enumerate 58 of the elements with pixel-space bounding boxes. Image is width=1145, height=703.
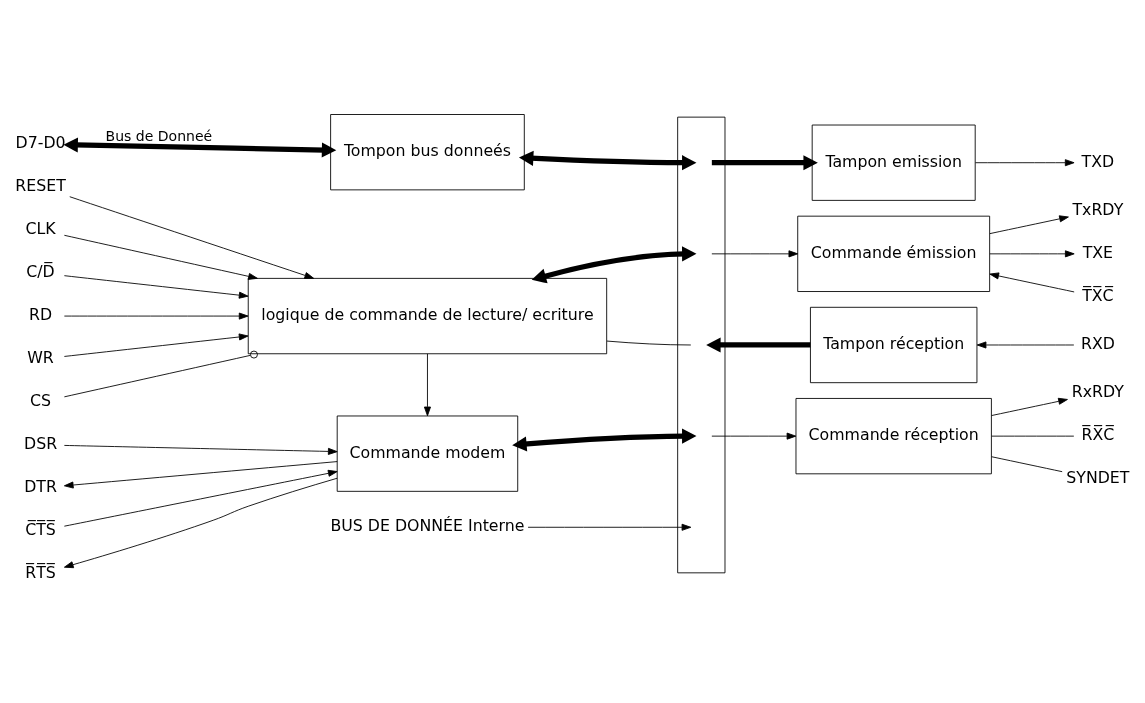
arrow	[989, 214, 1069, 234]
arrow	[63, 460, 338, 488]
node-text: TxRDY	[1072, 199, 1124, 219]
arrow	[63, 274, 249, 299]
node-box: Tompon bus donneés	[330, 113, 525, 190]
node-box: Commande modem	[336, 415, 519, 492]
node-text: WR	[27, 347, 54, 367]
arrow	[991, 397, 1068, 416]
node-box: Tampon réception	[810, 306, 978, 383]
node-text: TXD	[1081, 151, 1115, 171]
arrow	[989, 271, 1075, 292]
node-text: T̅X̅C̅	[1082, 285, 1114, 305]
node-text: DSR	[23, 433, 58, 453]
arrow	[63, 332, 249, 357]
node-text: DTR	[24, 476, 57, 496]
node-box: Tampon emission	[811, 124, 976, 201]
arrow	[706, 336, 811, 353]
edge-label: Bus de Donneé	[105, 127, 213, 144]
node-text: R̅T̅S̅	[25, 562, 56, 582]
arrow	[63, 137, 337, 158]
arrow	[69, 195, 315, 279]
node-box: Commande émission	[797, 215, 991, 292]
arrow	[512, 428, 697, 452]
arrow	[976, 341, 1075, 348]
arrow	[711, 249, 799, 257]
node-box: logique de commande de lecture/ ecriture	[247, 277, 608, 354]
node-text: RxRDY	[1071, 381, 1124, 401]
arrow	[989, 249, 1075, 257]
node-text: RXD	[1080, 333, 1115, 353]
arrow	[711, 432, 797, 440]
node-text: BUS DE DONNÉE Interne	[330, 515, 525, 535]
connector	[991, 455, 1063, 472]
arrow	[711, 154, 818, 170]
arrow	[531, 245, 697, 283]
connector	[63, 350, 258, 397]
arrow	[423, 352, 431, 416]
arrow	[63, 469, 338, 527]
node-text: CS	[30, 390, 52, 410]
node-bar	[677, 116, 726, 573]
connector	[606, 340, 692, 345]
arrow	[975, 158, 1075, 166]
arrow	[63, 444, 338, 455]
node-text: C/D̅	[26, 261, 55, 281]
node-text: D7-D0	[15, 132, 66, 152]
node-text: CLK	[25, 218, 56, 238]
connector	[991, 435, 1075, 437]
node-text: TXE	[1082, 242, 1114, 262]
node-text: RD	[28, 304, 53, 324]
node-text: C̅T̅S̅	[25, 519, 56, 539]
node-text: RESET	[15, 175, 66, 195]
arrow	[527, 523, 692, 531]
node-text: R̅X̅C̅	[1081, 424, 1115, 444]
node-text: SYNDET	[1066, 467, 1130, 487]
arrow	[63, 234, 258, 280]
arrow	[63, 477, 338, 568]
node-box: Commande réception	[795, 397, 992, 474]
arrow	[63, 312, 249, 320]
arrow	[518, 150, 697, 170]
